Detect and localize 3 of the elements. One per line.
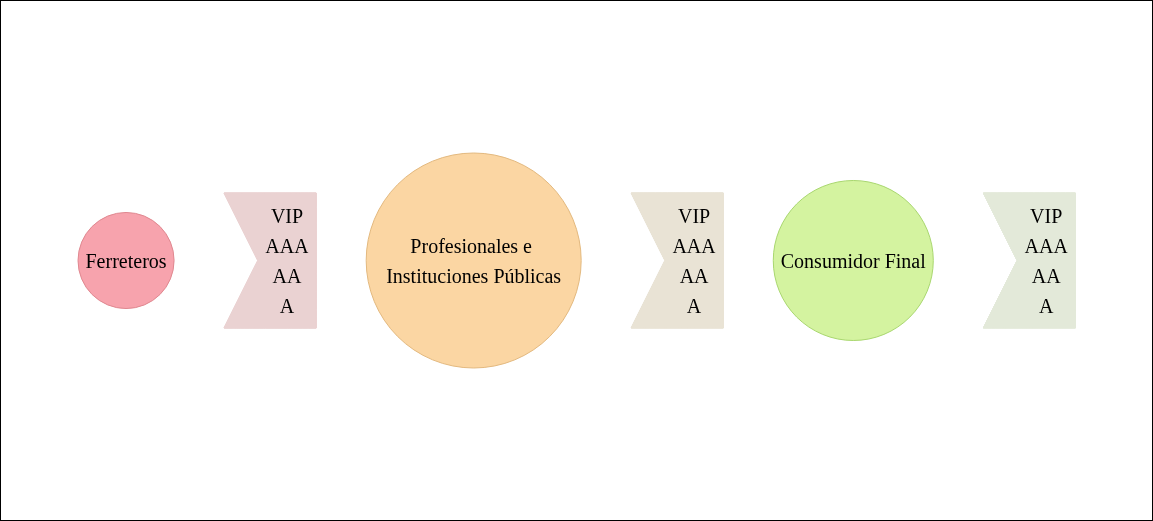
node-circle: Consumidor Final: [772, 180, 934, 341]
node-circle: Profesionales e Instituciones Públicas: [365, 152, 582, 369]
node-circle: Ferreteros: [77, 211, 175, 310]
